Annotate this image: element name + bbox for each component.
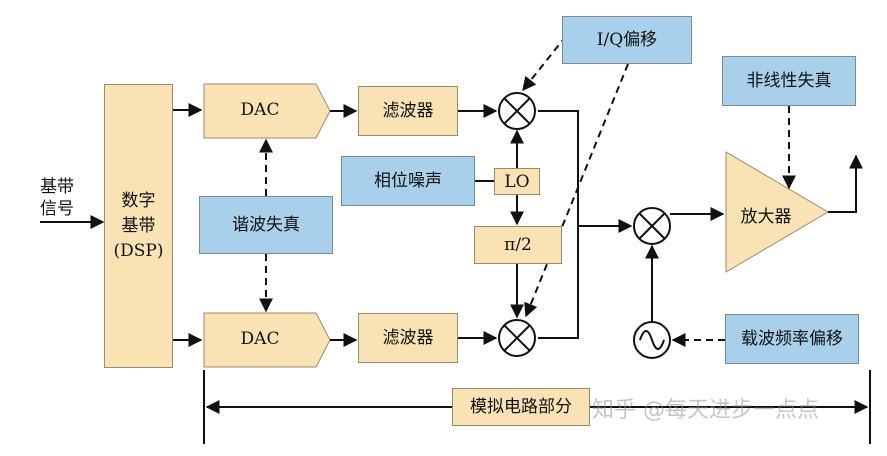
harmonic-distortion-box: 谐波失真 [199,196,333,254]
dac-bottom-label: DAC [240,329,280,349]
combine-path [538,110,579,339]
iq-offset-box: I/Q偏移 [562,16,692,64]
dsp-line1: 数字 [121,190,156,211]
dsp-block: 数字 基带 (DSP) [104,84,173,368]
carrier-offset-box: 载波频率偏移 [725,314,859,364]
lo-block: LO [494,168,540,195]
dsp-line2: 基带 [121,215,156,236]
amplifier-output [828,154,863,213]
input-signal-line1: 基带 [40,177,74,197]
phase-noise-box: 相位噪声 [341,156,475,206]
filter-bottom: 滤波器 [358,313,458,363]
phase-shift-block: π/2 [474,226,562,264]
dsp-line3: (DSP) [113,240,164,261]
mixer-top-shape [498,92,536,130]
input-signal-line2: 信号 [40,199,74,219]
filter-top: 滤波器 [358,86,458,136]
amplifier-label: 放大器 [740,207,792,227]
iq-to-mixer-top [522,35,567,92]
dac-top-label: DAC [240,100,280,120]
input-signal-label: 基带 信号 [40,176,74,220]
oscillator-shape [633,321,671,359]
watermark: 知乎 @每天进步一点点 [592,398,819,423]
dac-top-shape [203,83,331,139]
amplifier-shape [725,151,829,273]
dac-bottom-shape [203,312,331,368]
nonlinear-distortion-box: 非线性失真 [722,56,856,106]
analog-section-label: 模拟电路部分 [452,388,590,426]
mixer-output-shape [633,207,671,245]
mixer-bottom-shape [498,319,536,357]
